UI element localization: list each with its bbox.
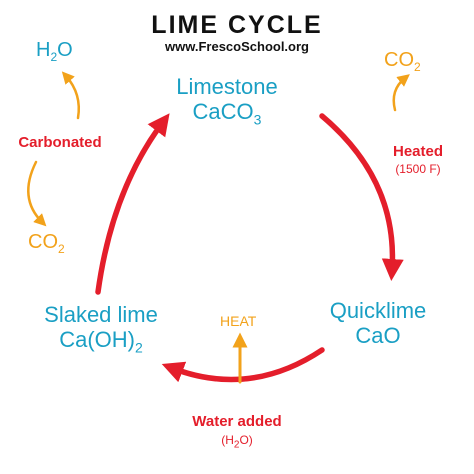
arrow-quicklime-to-slaked-lime: [161, 347, 325, 383]
slaked-lime-name: Slaked lime: [44, 302, 158, 327]
arrow-co2-released-heated: [392, 74, 410, 112]
quicklime-stage: Quicklime CaO: [316, 298, 440, 349]
slaked-lime-formula: Ca(OH)2: [59, 327, 143, 356]
co2-released-heated: CO2: [384, 49, 421, 74]
quicklime-name: Quicklime: [329, 298, 427, 323]
limestone-stage: Limestone CaCO3: [157, 74, 297, 128]
arrow-limestone-to-quicklime: [319, 113, 404, 281]
co2-absorbed-carbonated: CO2: [28, 231, 65, 256]
water-added-step-formula: (H2O): [221, 433, 253, 451]
h2o-released-carbonated: H2O: [36, 39, 73, 64]
diagram-title: LIME CYCLE: [151, 11, 323, 39]
water-added-step-label: Water added: [192, 413, 282, 430]
heated-step-temperature: (1500 F): [395, 162, 441, 176]
limestone-name: Limestone: [176, 74, 278, 99]
carbonated-step-label: Carbonated: [18, 134, 102, 151]
arrow-co2-absorbed-carbonated: [27, 160, 47, 227]
heated-step-label: Heated: [392, 143, 444, 160]
arrow-slaked-lime-to-limestone: [95, 113, 170, 295]
quicklime-formula: CaO: [355, 323, 401, 349]
slaked-lime-stage: Slaked lime Ca(OH)2: [26, 302, 176, 356]
heat-released-label: HEAT: [220, 313, 257, 329]
limestone-formula: CaCO3: [192, 99, 262, 128]
arrow-h2o-released-carbonated: [61, 71, 80, 120]
website-credit: www.FrescoSchool.org: [165, 39, 309, 54]
